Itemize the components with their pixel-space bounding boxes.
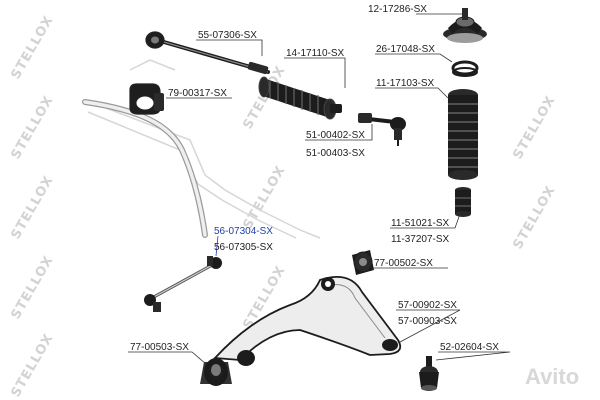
label-bump-stop-1: 11-51021-SX <box>391 218 450 229</box>
label-tie-rod-inner: 55-07306-SX <box>198 30 257 41</box>
watermark-text: STELLOX <box>8 331 56 400</box>
watermark-text: STELLOX <box>8 253 56 322</box>
label-stabilizer-link-1: 56-07304-SX <box>214 226 273 237</box>
arm-bushing-front <box>352 250 374 275</box>
strut-bearing <box>451 60 479 77</box>
label-bump-stop-2: 11-37207-SX <box>391 234 450 245</box>
strut-boot <box>448 89 478 180</box>
label-control-arm-2: 57-00903-SX <box>398 316 457 327</box>
bump-stop <box>455 187 471 217</box>
label-tie-rod-end-2: 51-00403-SX <box>306 148 365 159</box>
leader-lines <box>128 13 511 365</box>
inner-tie-rod <box>145 31 270 75</box>
label-stabilizer-bushing: 79-00317-SX <box>168 88 227 99</box>
label-strut-boot: 11-17103-SX <box>376 78 435 89</box>
watermark-text: STELLOX <box>240 163 288 232</box>
tie-rod-end <box>358 113 406 146</box>
part-labels: 55-07306-SX 14-17110-SX 79-00317-SX 51-0… <box>130 4 499 353</box>
watermark-text: STELLOX <box>8 13 56 82</box>
watermark-text: STELLOX <box>8 93 56 162</box>
label-arm-bushing-front: 77-00502-SX <box>374 258 433 269</box>
label-control-arm-1: 57-00902-SX <box>398 300 457 311</box>
label-ball-joint: 52-02604-SX <box>440 342 499 353</box>
stabilizer-bushing <box>129 83 164 115</box>
label-strut-bearing: 26-17048-SX <box>376 44 435 55</box>
label-arm-bushing-rear: 77-00503-SX <box>130 342 189 353</box>
watermark-corner: Avito <box>525 364 579 389</box>
watermark-text: STELLOX <box>510 93 558 162</box>
watermark-text: STELLOX <box>8 173 56 242</box>
label-strut-mount: 12-17286-SX <box>368 4 427 15</box>
lower-control-arm <box>213 276 402 366</box>
steering-rack-boot <box>258 76 342 120</box>
stabilizer-bar <box>82 99 208 238</box>
ball-joint <box>419 356 439 391</box>
subframe-outline <box>84 59 321 239</box>
label-tie-rod-end-1: 51-00402-SX <box>306 130 365 141</box>
stabilizer-link <box>144 256 222 312</box>
label-stabilizer-link-2: 56-07305-SX <box>214 242 273 253</box>
strut-top-mount <box>443 8 487 43</box>
label-steering-boot: 14-17110-SX <box>286 48 345 59</box>
watermark-text: STELLOX <box>510 183 558 252</box>
arm-bushing-rear <box>200 358 232 386</box>
